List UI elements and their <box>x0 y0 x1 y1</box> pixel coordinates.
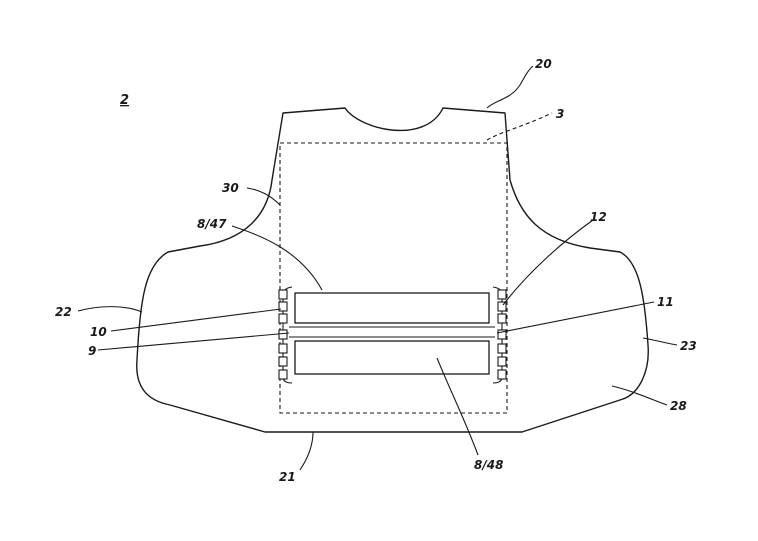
garment-outline <box>136 107 649 433</box>
leader-8-47 <box>231 225 323 291</box>
leader-12 <box>502 219 594 306</box>
lower-strap <box>294 340 490 375</box>
leader-21 <box>299 431 314 471</box>
label-30: 30 <box>222 181 239 195</box>
leader-23 <box>642 337 678 346</box>
leader-11 <box>496 301 655 334</box>
leader-8-48 <box>436 357 479 456</box>
label-22: 22 <box>55 305 72 319</box>
label-8-47: 8/47 <box>197 217 227 231</box>
upper-strap <box>294 292 490 324</box>
left-fastener-column <box>278 286 293 384</box>
inner-panel-outline <box>279 142 508 414</box>
label-12: 12 <box>590 210 607 224</box>
leader-30 <box>246 187 281 206</box>
label-10: 10 <box>90 325 107 339</box>
label-20: 20 <box>535 57 552 71</box>
label-9: 9 <box>88 344 96 358</box>
leader-20 <box>486 65 534 109</box>
leader-9 <box>97 332 290 351</box>
leader-3 <box>486 112 553 141</box>
label-21: 21 <box>279 470 296 484</box>
right-fastener-column <box>492 286 507 384</box>
label-11: 11 <box>657 295 674 309</box>
leader-28 <box>611 385 668 406</box>
label-23: 23 <box>680 339 697 353</box>
figure-number: 2 <box>120 93 129 108</box>
leader-10 <box>110 308 282 332</box>
leader-22 <box>77 306 143 313</box>
label-8-48: 8/48 <box>474 458 503 472</box>
label-3: 3 <box>556 107 564 121</box>
label-28: 28 <box>670 399 687 413</box>
